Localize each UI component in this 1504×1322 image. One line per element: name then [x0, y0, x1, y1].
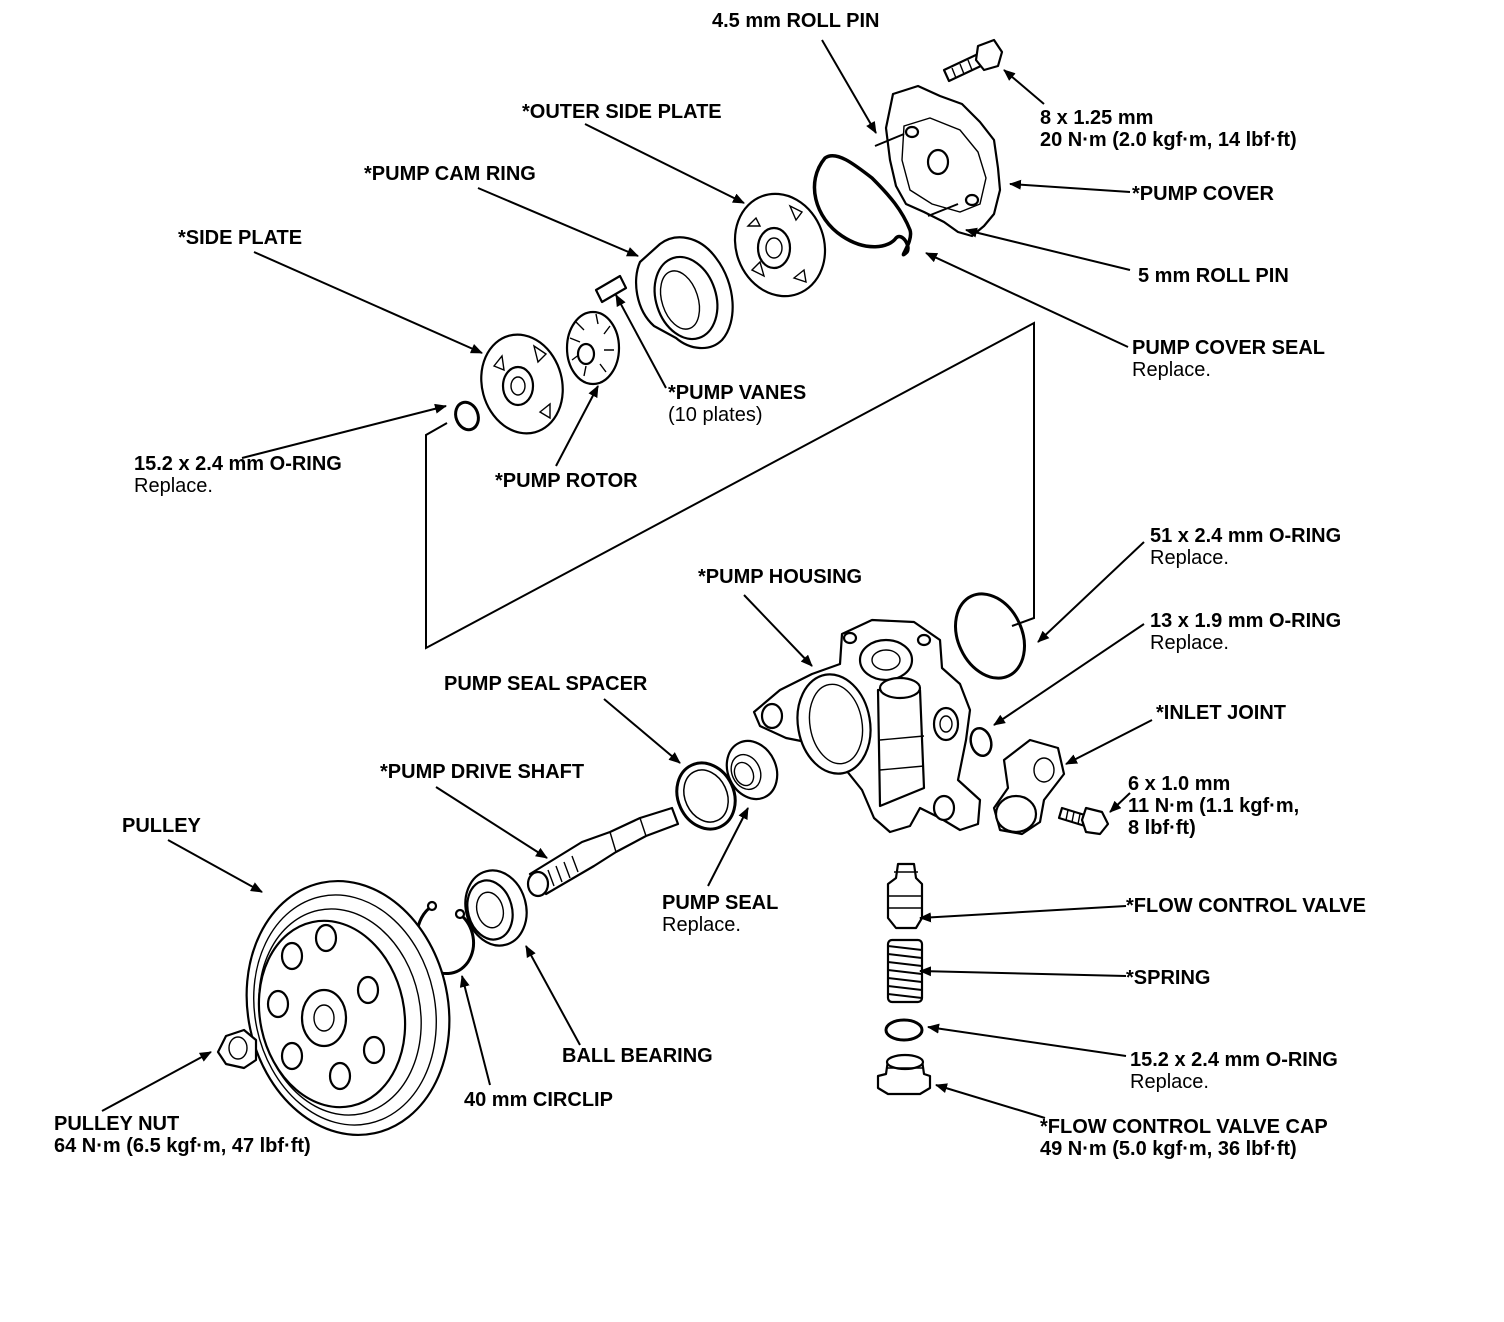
label-fcv-cap: *FLOW CONTROL VALVE CAP [1040, 1116, 1328, 1138]
label-pump-seal-spacer: PUMP SEAL SPACER [444, 673, 648, 695]
label-inlet-bolt-torque-2: 8 lbf·ft) [1128, 817, 1196, 839]
label-pump-rotor: *PUMP ROTOR [495, 470, 638, 492]
flow-control-valve-cap [876, 1053, 932, 1096]
spring [886, 938, 924, 1004]
label-oring-152-bottom-note: Replace. [1130, 1071, 1209, 1093]
label-oring-152-bottom: 15.2 x 2.4 mm O-RING [1130, 1049, 1338, 1071]
label-pulley-nut: PULLEY NUT [54, 1113, 180, 1135]
label-fcv-cap-torque: 49 N·m (5.0 kgf·m, 36 lbf·ft) [1040, 1138, 1297, 1160]
circlip-40 [415, 900, 476, 975]
inlet-joint-bolt [1057, 806, 1110, 836]
leader-lines [101, 39, 1153, 1119]
inlet-joint [992, 738, 1066, 836]
label-pulley-nut-torque: 64 N·m (6.5 kgf·m, 47 lbf·ft) [54, 1135, 311, 1157]
label-outer-side-plate: *OUTER SIDE PLATE [522, 101, 722, 123]
label-side-plate: *SIDE PLATE [178, 227, 303, 249]
label-pump-vanes: *PUMP VANES [668, 382, 807, 404]
label-pump-drive-shaft: *PUMP DRIVE SHAFT [380, 761, 585, 783]
pump-cover [874, 84, 1002, 238]
pump-cam-ring [634, 236, 734, 350]
pump-cover-bolt [942, 38, 1004, 83]
label-cover-bolt-torque: 20 N·m (2.0 kgf·m, 14 lbf·ft) [1040, 129, 1297, 151]
label-pulley: PULLEY [122, 815, 201, 837]
label-pump-cover-seal: PUMP COVER SEAL [1132, 337, 1325, 359]
label-oring-152-top-note: Replace. [134, 475, 213, 497]
label-ball-bearing: BALL BEARING [562, 1045, 713, 1067]
label-inlet-bolt-torque-1: 11 N·m (1.1 kgf·m, [1128, 795, 1300, 817]
pulley [245, 879, 451, 1137]
oring-13 [969, 726, 993, 758]
pump-seal [725, 739, 779, 801]
pump-vane-plate [594, 274, 628, 304]
label-circlip-40: 40 mm CIRCLIP [464, 1089, 613, 1111]
pulley-nut [216, 1028, 258, 1070]
side-plate [480, 333, 564, 435]
label-roll-pin-5: 5 mm ROLL PIN [1138, 265, 1289, 287]
label-oring-152-top: 15.2 x 2.4 mm O-RING [134, 453, 342, 475]
label-spring: *SPRING [1126, 967, 1211, 989]
pump-cover-seal [812, 154, 913, 257]
outer-side-plate [733, 192, 827, 298]
label-flow-control-valve: *FLOW CONTROL VALVE [1126, 895, 1366, 917]
assembly-bracket-lines [425, 321, 1035, 650]
label-pump-vanes-note: (10 plates) [668, 404, 763, 426]
pump-housing [752, 618, 982, 834]
label-roll-pin-45: 4.5 mm ROLL PIN [712, 10, 880, 32]
label-pump-seal-note: Replace. [662, 914, 741, 936]
oring-51 [954, 592, 1026, 680]
label-pump-cover: *PUMP COVER [1132, 183, 1274, 205]
label-inlet-joint: *INLET JOINT [1156, 702, 1287, 724]
pump-rotor [565, 310, 621, 386]
label-oring-51: 51 x 2.4 mm O-RING [1150, 525, 1342, 547]
label-pump-seal: PUMP SEAL [662, 892, 779, 914]
label-pump-cover-seal-note: Replace. [1132, 359, 1211, 381]
label-inlet-bolt-size: 6 x 1.0 mm [1128, 773, 1231, 795]
ball-bearing [464, 869, 528, 947]
pump-drive-shaft [526, 806, 680, 898]
label-oring-51-note: Replace. [1150, 547, 1229, 569]
flow-control-valve [886, 862, 924, 930]
label-pump-housing: *PUMP HOUSING [698, 566, 863, 588]
label-pump-cam-ring: *PUMP CAM RING [364, 163, 536, 185]
oring-152-top [454, 400, 480, 432]
label-oring-13-note: Replace. [1150, 632, 1229, 654]
label-cover-bolt-size: 8 x 1.25 mm [1040, 107, 1154, 129]
label-oring-13: 13 x 1.9 mm O-RING [1150, 610, 1342, 632]
oring-152-bottom [884, 1018, 924, 1042]
